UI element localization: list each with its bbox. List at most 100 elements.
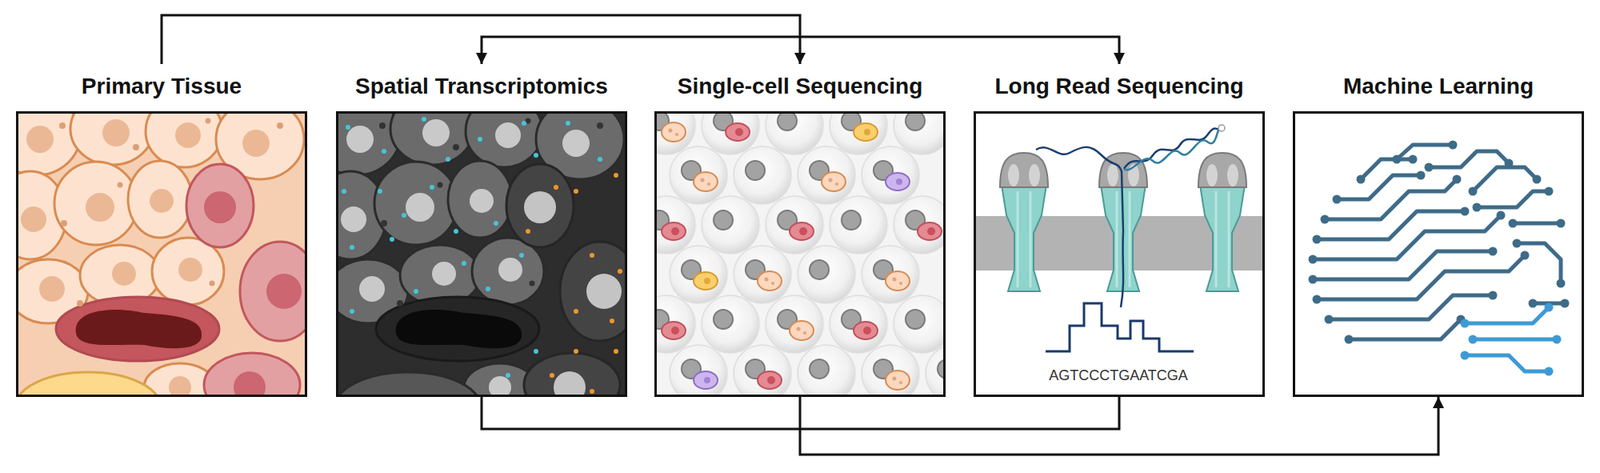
panel-node: Primary Tissue <box>16 64 308 397</box>
droplet-illustration-part-part <box>733 344 792 397</box>
brain-illustration-part-part-part <box>1348 319 1461 340</box>
nanopore-illustration <box>969 111 1269 397</box>
droplet-illustration-part-part <box>797 344 856 397</box>
panel-node: Spatial Transcriptomics <box>336 64 628 397</box>
droplet-illustration-part-part <box>829 111 888 155</box>
droplet-illustration-part-part <box>669 245 728 304</box>
spatial-illustration-part-part-part <box>381 148 387 154</box>
nanopore-illustration-part-part <box>1198 152 1247 292</box>
droplet-illustration-part-part <box>893 295 946 353</box>
droplet-illustration-part-part <box>885 271 910 291</box>
brain-illustration-part-part-part <box>1472 337 1557 342</box>
spatial-illustration-part-part-part <box>477 136 483 142</box>
panel-frame <box>16 111 308 397</box>
brain-illustration-part-part-part <box>1316 211 1465 240</box>
droplet-illustration-part-part <box>917 222 942 240</box>
brain-illustration-part-part-part <box>1336 175 1421 200</box>
brain-illustration-part-part-part <box>1464 355 1549 372</box>
panel-heading: Single-cell Sequencing <box>630 64 970 109</box>
spatial-illustration-part-part <box>525 172 623 394</box>
nanopore-illustration-part-part <box>973 111 1265 397</box>
droplet-illustration-part-part <box>885 172 910 191</box>
brain-illustration-part <box>1292 111 1584 397</box>
brain-illustration-part-part-part <box>1316 255 1525 300</box>
spatial-illustration <box>312 92 640 440</box>
droplet-illustration-part-part <box>654 196 696 254</box>
droplet-illustration-part-part <box>693 371 718 389</box>
droplet-illustration-part-part <box>885 370 910 390</box>
spatial-illustration-part-part-part <box>349 308 355 314</box>
droplet-illustration-part-part <box>765 196 824 254</box>
droplet-illustration-part-part <box>733 245 792 304</box>
panel-frame <box>654 111 946 397</box>
droplet-illustration-part-part <box>661 321 686 340</box>
droplet-illustration-part-part <box>893 111 946 155</box>
spatial-illustration-part-part-part <box>609 318 615 324</box>
spatial-illustration-part-part-part <box>617 268 623 274</box>
connector <box>481 36 1120 64</box>
sequence-label: AGTCCCTGAATCGA <box>1048 367 1188 384</box>
spatial-illustration-part-part <box>336 111 628 397</box>
brain-illustration-part-part-part <box>1360 159 1413 180</box>
brain-illustration-part-part <box>1464 307 1557 372</box>
spatial-illustration-part-part-part <box>549 372 555 378</box>
brain-illustration-part-part-part <box>1512 221 1561 226</box>
panel-frame <box>336 111 628 397</box>
spatial-illustration-part-part-part <box>589 252 595 258</box>
spatial-illustration-part-part-part <box>519 252 524 258</box>
spatial-illustration-part-part-part <box>597 156 603 162</box>
spatial-illustration-part <box>336 111 628 397</box>
brain-illustration-part-part-part <box>1428 151 1509 168</box>
spatial-illustration-part-part-part <box>613 348 619 354</box>
spatial-illustration-part-part-part <box>589 388 595 394</box>
brain-illustration-part-part-part <box>1516 243 1561 284</box>
spatial-illustration-part-part-part <box>533 152 539 158</box>
droplet-illustration-part-part <box>853 321 878 340</box>
droplet-illustration-part-part <box>853 123 878 141</box>
droplet-illustration <box>637 96 984 403</box>
droplet-illustration-part-part <box>693 272 718 290</box>
spatial-illustration-part-part-part <box>485 286 491 292</box>
droplet-illustration-part-part <box>733 146 792 204</box>
brain-illustration-part-part-part <box>1464 307 1549 324</box>
spatial-illustration-part-part-part <box>573 308 579 314</box>
spatial-illustration-part-part-part <box>573 348 579 354</box>
panel-node: Long Read Sequencing <box>973 64 1265 397</box>
spatial-illustration-part-part-part <box>613 172 619 178</box>
droplet-illustration-part-part <box>669 146 728 204</box>
panel-frame <box>1292 111 1584 397</box>
droplet-illustration-part-part <box>861 245 920 304</box>
panel-frame <box>973 111 1265 397</box>
nanopore-illustration-part <box>973 111 1265 397</box>
droplet-illustration-part-part <box>789 320 814 340</box>
nanopore-illustration-part-part <box>1000 152 1048 292</box>
droplet-illustration-part-part <box>654 295 696 353</box>
spatial-illustration-part-part-part <box>401 212 407 218</box>
spatial-illustration-part-part-part <box>461 260 467 266</box>
spatial-illustration-part-part-part <box>525 228 531 234</box>
droplet-illustration-part-part <box>765 111 824 155</box>
nanopore-illustration-part-part <box>1036 147 1124 308</box>
droplet-illustration-part-part <box>925 344 946 397</box>
droplet-illustration-part-part <box>797 146 856 204</box>
spatial-illustration-part-part-part <box>349 244 355 250</box>
brain-illustration-part-part-part <box>1476 191 1549 208</box>
spatial-illustration-part-part-part <box>413 288 419 294</box>
droplet-illustration-part-part <box>701 196 760 254</box>
connector <box>800 396 1439 455</box>
droplet-illustration-part-part <box>725 123 750 141</box>
droplet-illustration-part-part <box>861 146 920 204</box>
spatial-illustration-part-part-part <box>389 236 395 242</box>
droplet-illustration-part-part <box>661 222 686 240</box>
spatial-illustration-part-part-part <box>505 372 511 378</box>
brain-illustration-part-part-part <box>1532 301 1565 306</box>
spatial-illustration-part-part-part <box>521 120 527 126</box>
spatial-illustration-part-part-part <box>421 116 427 122</box>
spatial-illustration-part-part <box>341 116 603 378</box>
tissue-illustration-part <box>16 111 308 397</box>
brain-illustration-part-part <box>1312 144 1565 340</box>
spatial-illustration-part-part-part <box>553 184 559 190</box>
spatial-illustration-part-part-part <box>533 348 539 354</box>
brain-illustration-part-part-part <box>1472 167 1537 192</box>
